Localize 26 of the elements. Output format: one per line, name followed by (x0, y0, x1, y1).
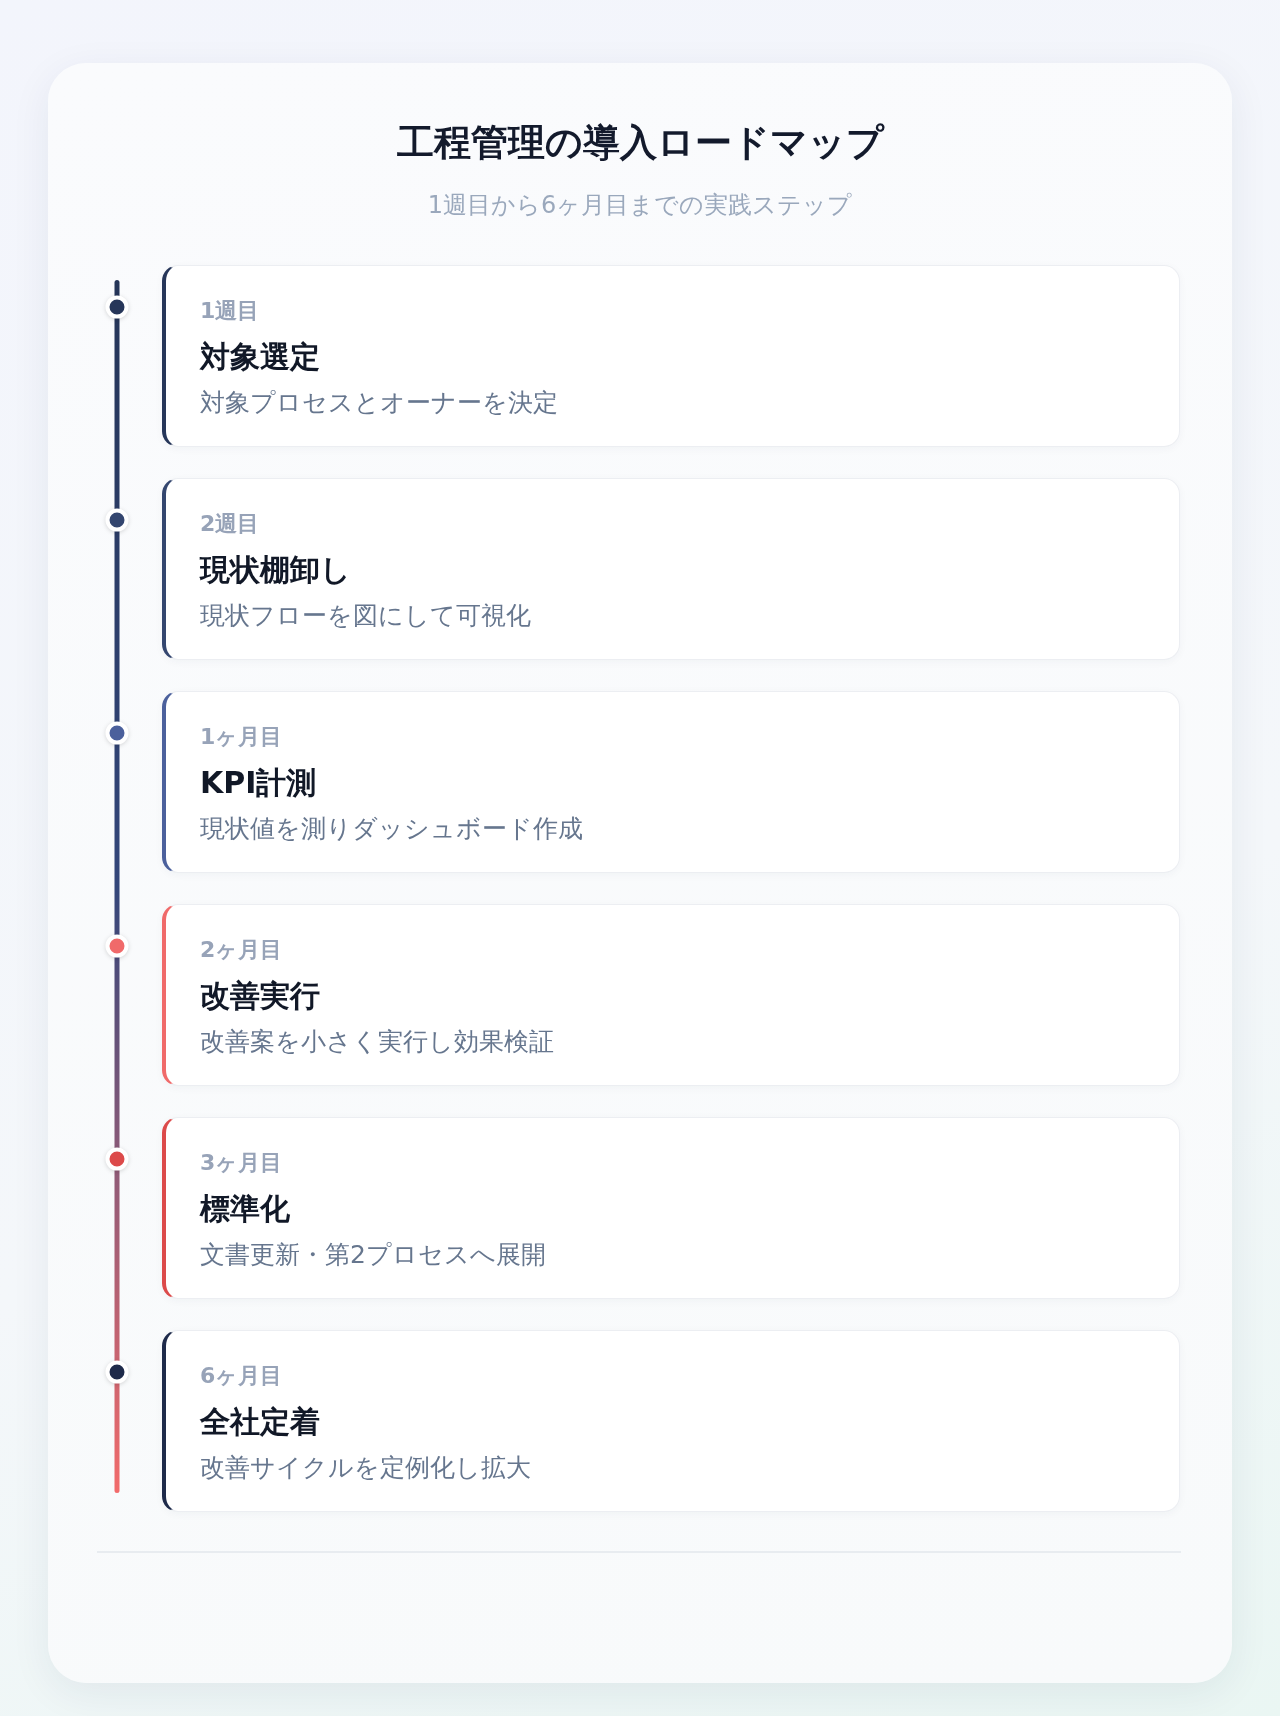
step-period: 3ヶ月目 (200, 1149, 283, 1177)
step-title: 対象選定 (200, 338, 320, 376)
step-title: 全社定着 (200, 1403, 320, 1441)
step-title: 標準化 (200, 1190, 290, 1228)
step-period: 1週目 (200, 297, 260, 325)
step-card (162, 904, 1180, 1086)
subtitle: 1週目から6ヶ月目までの実践ステップ (426, 190, 854, 221)
step-period: 6ヶ月目 (200, 1362, 283, 1390)
step-period: 2ヶ月目 (200, 936, 283, 964)
step-period: 2週目 (200, 510, 260, 538)
step-card (162, 478, 1180, 660)
step-description: 対象プロセスとオーナーを決定 (200, 387, 558, 419)
step-card (162, 1330, 1180, 1512)
step-card (162, 265, 1180, 447)
step-description: 改善案を小さく実行し効果検証 (200, 1026, 554, 1058)
step-title: KPI計測 (200, 764, 317, 802)
step-description: 現状フローを図にして可視化 (200, 600, 531, 632)
step-card (162, 1117, 1180, 1299)
step-card (162, 691, 1180, 873)
step-description: 改善サイクルを定例化し拡大 (200, 1452, 531, 1484)
step-description: 現状値を測りダッシュボード作成 (200, 813, 583, 845)
step-title: 現状棚卸し (200, 551, 351, 589)
step-title: 改善実行 (200, 977, 320, 1015)
step-period: 1ヶ月目 (200, 723, 283, 751)
step-description: 文書更新・第2プロセスへ展開 (200, 1239, 546, 1271)
diagram-title: 工程管理の導入ロードマップ (395, 120, 886, 166)
